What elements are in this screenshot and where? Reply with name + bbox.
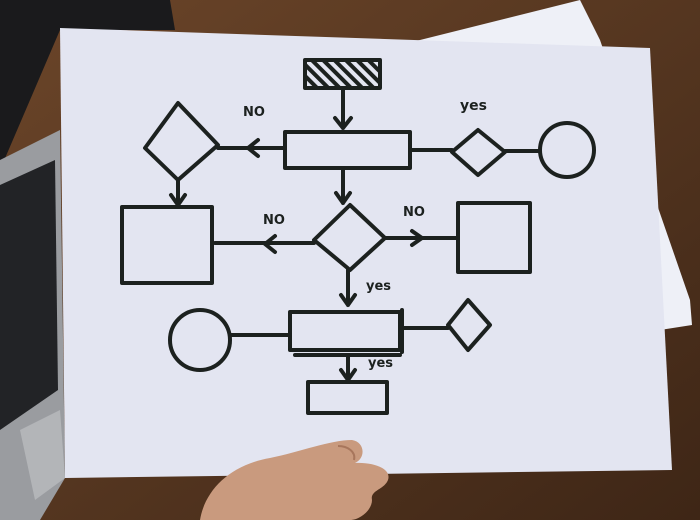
arrow	[334, 166, 352, 205]
arrow	[213, 234, 316, 254]
arrow	[216, 138, 287, 158]
decision-diamond	[450, 128, 507, 177]
label-no: NO	[403, 205, 425, 220]
end-box	[306, 380, 389, 415]
hand	[200, 440, 389, 520]
label-yes: yes	[368, 356, 393, 371]
start-block	[303, 58, 382, 90]
label-yes: yes	[460, 98, 487, 114]
arrow	[383, 229, 460, 247]
arrow	[333, 86, 353, 130]
label-no: NO	[243, 105, 265, 120]
label-yes: yes	[366, 279, 391, 294]
process-box	[120, 205, 214, 285]
arrow	[339, 268, 357, 307]
decision-diamond	[446, 298, 492, 352]
terminal-circle	[538, 121, 596, 179]
label-no: NO	[263, 213, 285, 228]
flowchart-drawing	[120, 58, 596, 415]
terminal-circle	[168, 308, 232, 372]
process-box	[456, 201, 532, 274]
laptop	[0, 0, 175, 520]
